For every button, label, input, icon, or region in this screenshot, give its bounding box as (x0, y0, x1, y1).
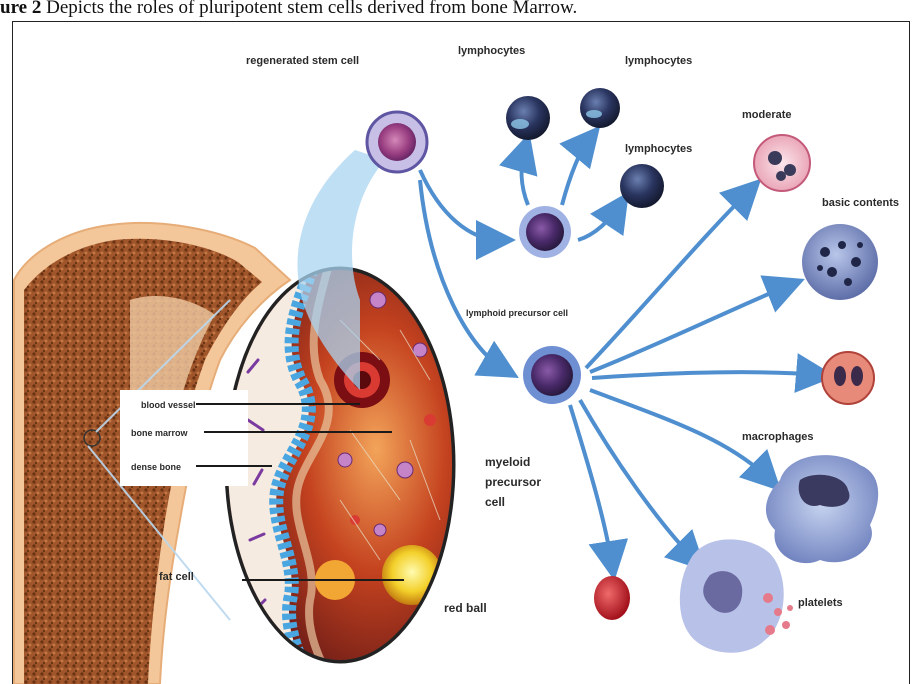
red-blood-cell-image (594, 576, 630, 620)
label-dense-bone: dense bone (131, 462, 181, 472)
label-lymphocytes-2: lymphocytes (625, 55, 692, 67)
basic-cell-image (802, 224, 878, 300)
label-myeloid-line-3: cell (485, 495, 505, 509)
differentiation-arrows (420, 138, 820, 565)
label-moderate: moderate (742, 109, 792, 121)
label-macrophages: macrophages (742, 431, 814, 443)
label-lymphoid-precursor-cell: lymphoid precursor cell (466, 308, 568, 318)
label-blood-vessel: blood vessel (141, 400, 196, 410)
label-lymphocytes-1: lymphocytes (458, 45, 525, 57)
lymphoid-precursor-cell-image (519, 206, 571, 258)
label-red-ball: red ball (444, 601, 487, 615)
label-myeloid-line-2: precursor (485, 475, 541, 489)
regenerated-stem-cell-image (367, 112, 427, 172)
lymphocyte-cell-2 (580, 88, 620, 128)
neutral-cell-image (822, 352, 874, 404)
lymphocyte-cell-3 (620, 164, 664, 208)
label-platelets: platelets (798, 597, 843, 609)
lymphocyte-cell-1 (506, 96, 550, 140)
macrophage-cell-image (766, 455, 878, 563)
myeloid-precursor-cell-image (523, 346, 581, 404)
label-fat-cell: fat cell (159, 571, 194, 583)
label-myeloid-line-1: myeloid (485, 455, 530, 469)
label-basic-contents: basic contents (822, 197, 899, 209)
platelet-producing-cell-image (680, 539, 793, 652)
label-lymphocytes-3: lymphocytes (625, 143, 692, 155)
label-bone-marrow: bone marrow (131, 428, 189, 438)
label-regenerated-stem-cell: regenerated stem cell (246, 55, 359, 67)
moderate-cell-image (754, 135, 810, 191)
